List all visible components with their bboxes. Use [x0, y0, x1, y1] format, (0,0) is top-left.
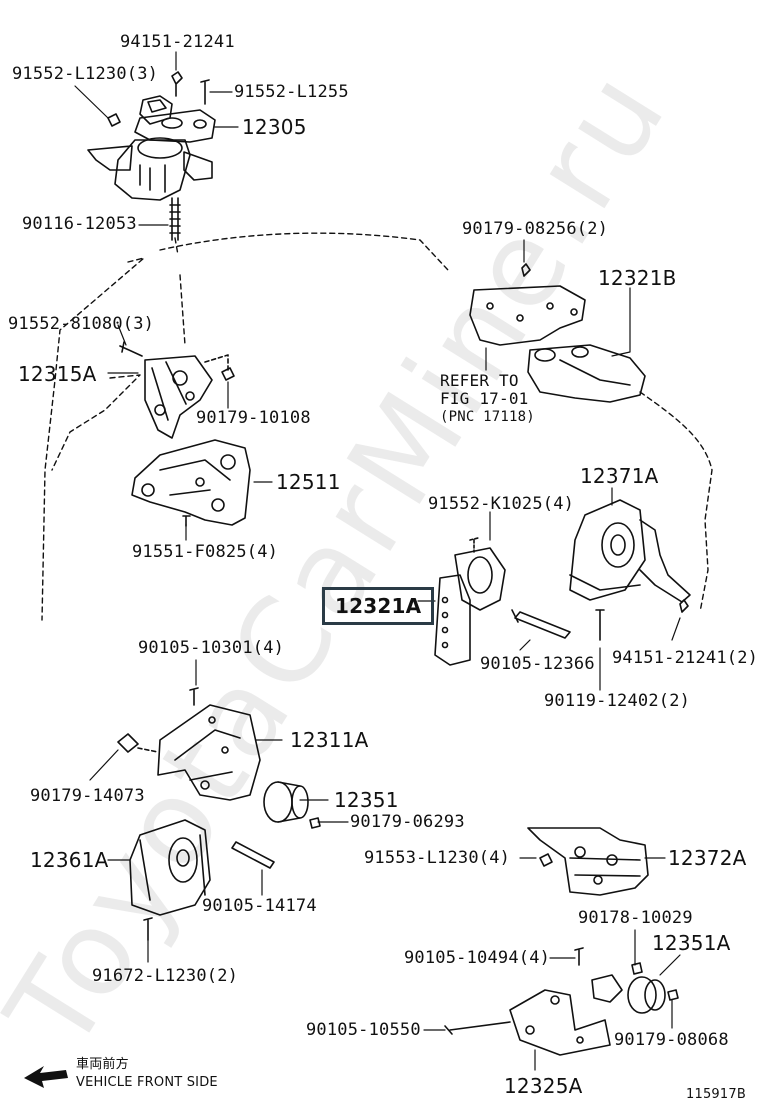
part-12361A-mount: [129, 819, 275, 941]
label-91553-L1230-4[interactable]: 91553-L1230(4): [364, 848, 511, 868]
label-12372A[interactable]: 12372A: [668, 846, 747, 870]
label-91552-L1230-3[interactable]: 91552-L1230(3): [12, 64, 159, 84]
label-90179-06293[interactable]: 90179-06293: [350, 812, 465, 832]
part-12511-bracket: [131, 439, 251, 527]
engine-outline: [41, 232, 713, 621]
label-90116-12053[interactable]: 90116-12053: [22, 214, 137, 234]
label-91552-K1025-4[interactable]: 91552-K1025(4): [428, 494, 575, 514]
part-12321A-bracket: [434, 537, 571, 666]
label-91552-L1255[interactable]: 91552-L1255: [234, 82, 349, 102]
label-12361A[interactable]: 12361A: [30, 848, 109, 872]
label-90105-12366[interactable]: 90105-12366: [480, 654, 595, 674]
part-12372A-bracket: [527, 827, 649, 896]
label-12315A[interactable]: 12315A: [18, 362, 97, 386]
label-90105-10550[interactable]: 90105-10550: [306, 1020, 421, 1040]
arrow-left-icon: [24, 1066, 68, 1088]
label-90179-08068[interactable]: 90179-08068: [614, 1030, 729, 1050]
part-12305-upper-mount: [87, 71, 216, 241]
refer-line-1: REFER TO: [440, 371, 519, 390]
label-12351[interactable]: 12351: [334, 788, 399, 812]
label-12305[interactable]: 12305: [242, 115, 307, 139]
part-12325A-bracket: [444, 947, 679, 1056]
leader-lines: [74, 51, 681, 1071]
label-90179-14073[interactable]: 90179-14073: [30, 786, 145, 806]
part-12351-bushing: [263, 781, 321, 829]
label-12321A[interactable]: 12321A: [322, 587, 435, 625]
label-12321B[interactable]: 12321B: [598, 266, 677, 290]
label-12371A[interactable]: 12371A: [580, 464, 659, 488]
front-indicator-jp: 車両前方: [76, 1057, 129, 1072]
label-94151-21241[interactable]: 94151-21241: [120, 32, 235, 52]
label-91552-81080-3[interactable]: 91552-81080(3): [8, 314, 155, 334]
refer-line-3: (PNC 17118): [440, 408, 535, 425]
label-12351A[interactable]: 12351A: [652, 931, 731, 955]
label-90119-12402-2[interactable]: 90119-12402(2): [544, 691, 691, 711]
label-91672-L1230-2[interactable]: 91672-L1230(2): [92, 966, 239, 986]
label-90105-10301-4[interactable]: 90105-10301(4): [138, 638, 285, 658]
label-12511[interactable]: 12511: [276, 470, 341, 494]
label-12311A[interactable]: 12311A: [290, 728, 369, 752]
front-indicator-en: VEHICLE FRONT SIDE: [76, 1075, 218, 1090]
part-12315A-bracket: [119, 341, 235, 439]
label-91551-F0825-4[interactable]: 91551-F0825(4): [132, 542, 279, 562]
label-90178-10029[interactable]: 90178-10029: [578, 908, 693, 928]
part-12371A-mount: [569, 499, 691, 641]
refer-note[interactable]: REFER TO FIG 17-01 (PNC 17118): [440, 371, 535, 425]
part-12311A-bracket: [117, 687, 261, 801]
label-90105-10494-4[interactable]: 90105-10494(4): [404, 948, 551, 968]
part-12321B-bracket: [469, 263, 646, 403]
label-90179-10108[interactable]: 90179-10108: [196, 408, 311, 428]
label-90105-14174[interactable]: 90105-14174: [202, 896, 317, 916]
figure-id: 115917B: [686, 1087, 746, 1102]
label-12325A[interactable]: 12325A: [504, 1074, 583, 1098]
label-90179-08256-2[interactable]: 90179-08256(2): [462, 219, 609, 239]
label-94151-21241-2[interactable]: 94151-21241(2): [612, 648, 759, 668]
refer-line-2: FIG 17-01: [440, 389, 529, 409]
